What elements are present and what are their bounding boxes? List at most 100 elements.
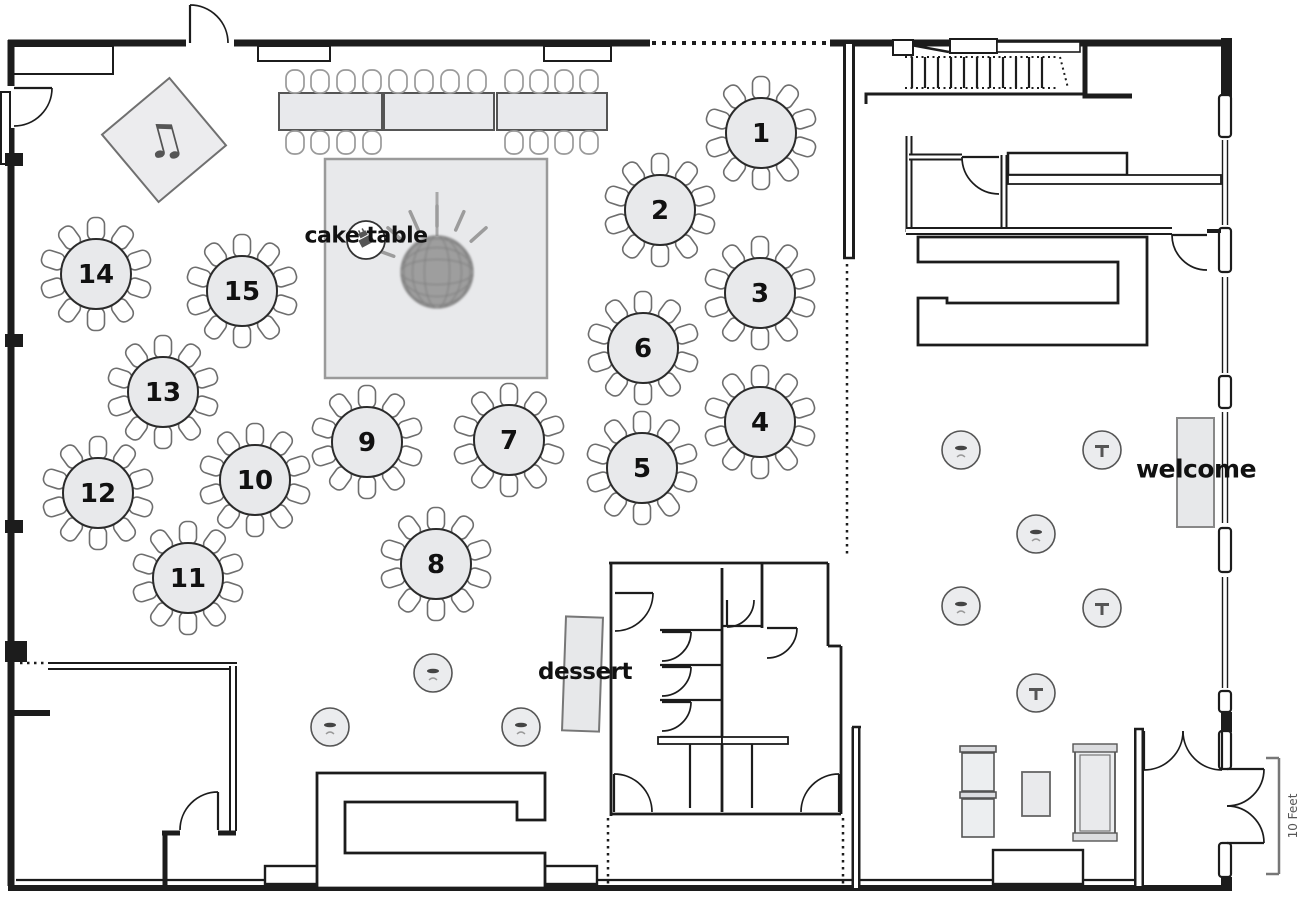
chair [88,435,108,461]
lounge-armchair [959,745,997,792]
restroom-inner-door [766,626,798,659]
dessert-table-label: dessert [538,659,632,685]
chair [86,306,106,332]
cake-table [346,220,386,260]
lounge [959,743,1118,842]
chair [650,242,670,268]
head-table-chair [362,69,382,94]
table-number: 11 [170,564,206,594]
disco-ball-icon [400,192,474,309]
buffet-counter [916,235,1149,347]
guest-table-11: 11 [132,520,244,636]
table-number: 3 [751,279,769,309]
disco-ball [400,235,474,309]
guest-table-10: 10 [199,422,311,538]
chair [245,422,265,448]
guest-table-1: 1 [705,75,817,191]
stall-door [661,630,692,662]
chair [650,152,670,178]
head-table-chair [529,69,549,94]
table-top-icon [515,722,527,728]
chair [86,216,106,242]
head-table-chair [579,69,599,94]
lounge-armchair [959,791,997,838]
chair [88,525,108,551]
head-table-chair [529,130,549,155]
kitchen [905,136,1222,347]
interior-room [14,661,237,888]
chair [750,364,770,390]
head-table-chair [336,69,356,94]
bar [315,771,547,890]
restroom-block [609,561,843,816]
table-number: 14 [78,260,114,290]
table-top-icon [427,668,439,674]
chair [499,382,519,408]
chair [750,454,770,480]
head-table-chair [579,130,599,155]
cocktail-table [1082,588,1122,628]
chair [232,323,252,349]
table-number: 1 [752,119,770,149]
guest-table-2: 2 [604,152,716,268]
head-table-chair [336,130,356,155]
chair [633,380,653,406]
head-table-chair [414,69,434,94]
head-table-chair [554,69,574,94]
cocktail-table [501,707,541,747]
restroom-exit-right [800,773,841,813]
table-number: 5 [633,454,651,484]
welcome-table [1176,417,1215,528]
guest-table-8: 8 [380,506,492,622]
table-top-icon [324,722,336,728]
handrail [864,48,1087,104]
chair [153,424,173,450]
side-door-left [13,86,53,127]
guest-table-5: 5 [586,410,698,526]
table-number: 6 [634,334,652,364]
exterior-double-door [1226,805,1265,845]
head-table-chair [467,69,487,94]
chair [751,165,771,191]
chair [357,474,377,500]
inner-double-door [1182,730,1224,771]
chair [632,500,652,526]
entry-door-top [188,4,229,44]
restroom-exit-left [612,773,653,813]
chair [178,610,198,636]
kitchen-door-upper [961,155,1000,195]
scale-bar [1266,756,1281,876]
cocktail-table [413,653,453,693]
guest-table-12: 12 [42,435,154,551]
cocktail-table [1016,673,1056,713]
exterior-double-door [1226,767,1265,807]
head-table-chair [285,69,305,94]
table-number: 2 [651,196,669,226]
head-table [278,69,608,155]
head-table-chair [440,69,460,94]
table-number: 7 [500,426,518,456]
table-number: 12 [80,479,116,509]
kitchen-door-lower [1171,233,1208,271]
guest-table-15: 15 [186,233,298,349]
chair [751,75,771,101]
chair [178,520,198,546]
table-top-icon [955,445,967,451]
guest-table-6: 6 [587,290,699,406]
chair [750,325,770,351]
head-table-chair [285,130,305,155]
head-table-chair [554,130,574,155]
table-number: 9 [358,428,376,458]
table-top-icon [955,601,967,607]
chair [750,235,770,261]
guest-table-9: 9 [311,384,423,500]
cocktail-table [941,430,981,470]
cake-table-label: cake table [304,223,428,249]
cocktail-table [1082,430,1122,470]
chair [633,290,653,316]
head-table-chair [504,130,524,155]
head-table-section [278,92,383,131]
dessert-table [560,615,605,733]
chair [426,506,446,532]
